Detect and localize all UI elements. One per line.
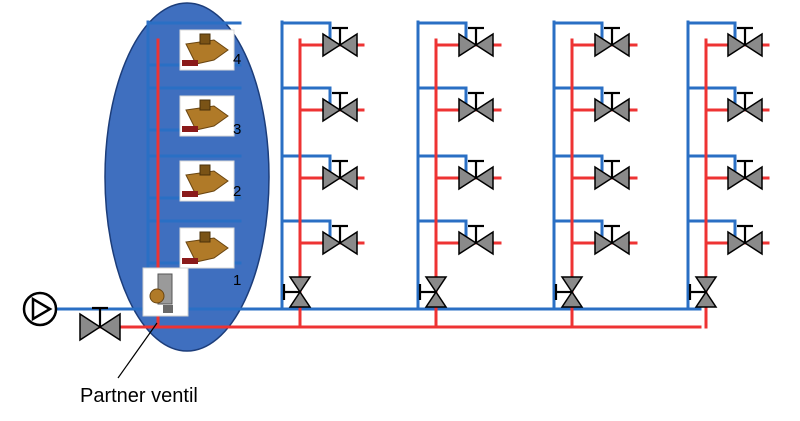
radiator-valve-icon — [322, 224, 358, 256]
valve-body — [424, 290, 448, 308]
balancing-valve-cap — [199, 231, 211, 243]
valve-body — [338, 230, 358, 256]
balancing-valve-tag — [182, 60, 198, 66]
partner-valve-knob — [149, 288, 165, 304]
valve-body — [727, 230, 747, 256]
valve-body — [594, 230, 614, 256]
valve-body — [560, 276, 584, 294]
valve-body — [474, 165, 494, 191]
partner-valve-base — [163, 305, 173, 313]
valve-body — [338, 165, 358, 191]
radiator-valve-icon — [594, 26, 630, 58]
valve-body — [79, 312, 102, 342]
valve-body — [338, 97, 358, 123]
radiator-valve-icon — [458, 91, 494, 123]
valve-body — [458, 32, 478, 58]
valve-body — [594, 97, 614, 123]
radiator-valve-icon — [458, 224, 494, 256]
valve-number-label: 1 — [233, 272, 241, 289]
radiator-valve-icon — [594, 224, 630, 256]
balancing-valve-cap — [199, 33, 211, 45]
valve-body — [98, 312, 121, 342]
valve-body — [743, 97, 763, 123]
radiator-valve-icon — [594, 91, 630, 123]
riser-valve-icon — [282, 276, 312, 308]
valve-body — [610, 97, 630, 123]
partner-valve-caption: Partner ventil — [80, 385, 198, 407]
valve-body — [694, 290, 718, 308]
main-valve-icon — [79, 306, 121, 342]
radiator-valve-icon — [727, 159, 763, 191]
riser-valve-icon — [688, 276, 718, 308]
valve-body — [458, 230, 478, 256]
valve-numbers-layer: 4 3 2 1 — [233, 51, 241, 289]
valve-body — [474, 32, 494, 58]
valve-body — [338, 32, 358, 58]
radiator-valve-icon — [322, 26, 358, 58]
radiator-valve-icon — [594, 159, 630, 191]
valve-body — [474, 97, 494, 123]
radiator-valve-icon — [727, 91, 763, 123]
balancing-valve-tag — [182, 191, 198, 197]
pump-icon — [22, 291, 58, 327]
valve-body — [743, 32, 763, 58]
radiator-valve-icon — [727, 224, 763, 256]
valve-body — [322, 97, 342, 123]
valve-body — [743, 165, 763, 191]
valve-body — [727, 32, 747, 58]
balancing-valve-tag — [182, 126, 198, 132]
radiator-valve-icon — [727, 26, 763, 58]
riser-valve-icon — [554, 276, 584, 308]
valve-body — [610, 165, 630, 191]
pump-layer — [22, 291, 58, 327]
valve-body — [322, 165, 342, 191]
supply-pipes — [98, 38, 770, 329]
valve-body — [288, 276, 312, 294]
balancing-valve-icon — [179, 29, 235, 71]
valve-body — [288, 290, 312, 308]
valve-body — [610, 32, 630, 58]
valve-body — [474, 230, 494, 256]
valve-body — [594, 32, 614, 58]
radiator-valve-icon — [458, 26, 494, 58]
valve-body — [322, 32, 342, 58]
valve-body — [322, 230, 342, 256]
balancing-valve-icon — [179, 227, 235, 269]
valve-body — [743, 230, 763, 256]
valve-body — [458, 165, 478, 191]
balancing-valve-cap — [199, 99, 211, 111]
valve-body — [458, 97, 478, 123]
balancing-valves-layer — [142, 29, 235, 317]
valve-body — [594, 165, 614, 191]
valve-body — [610, 230, 630, 256]
valve-number-label: 3 — [233, 121, 241, 138]
balancing-valve-icon — [179, 160, 235, 202]
pointer-layer — [117, 322, 158, 379]
valve-body — [560, 290, 584, 308]
radiator-valve-icon — [458, 159, 494, 191]
balancing-valve-icon — [179, 95, 235, 137]
radiator-valve-icon — [322, 91, 358, 123]
valve-body — [694, 276, 718, 294]
balancing-valve-tag — [182, 258, 198, 264]
valve-body — [727, 165, 747, 191]
valve-body — [424, 276, 448, 294]
pump-arrow — [31, 296, 53, 322]
caption-pointer-line — [117, 322, 158, 379]
valve-number-label: 2 — [233, 183, 241, 200]
valve-number-label: 4 — [233, 51, 241, 68]
radiator-valve-icon — [322, 159, 358, 191]
balancing-valve-cap — [199, 164, 211, 176]
partner-valve-icon — [142, 267, 189, 317]
riser-valve-icon — [418, 276, 448, 308]
valves-layer — [79, 26, 763, 342]
valve-body — [727, 97, 747, 123]
